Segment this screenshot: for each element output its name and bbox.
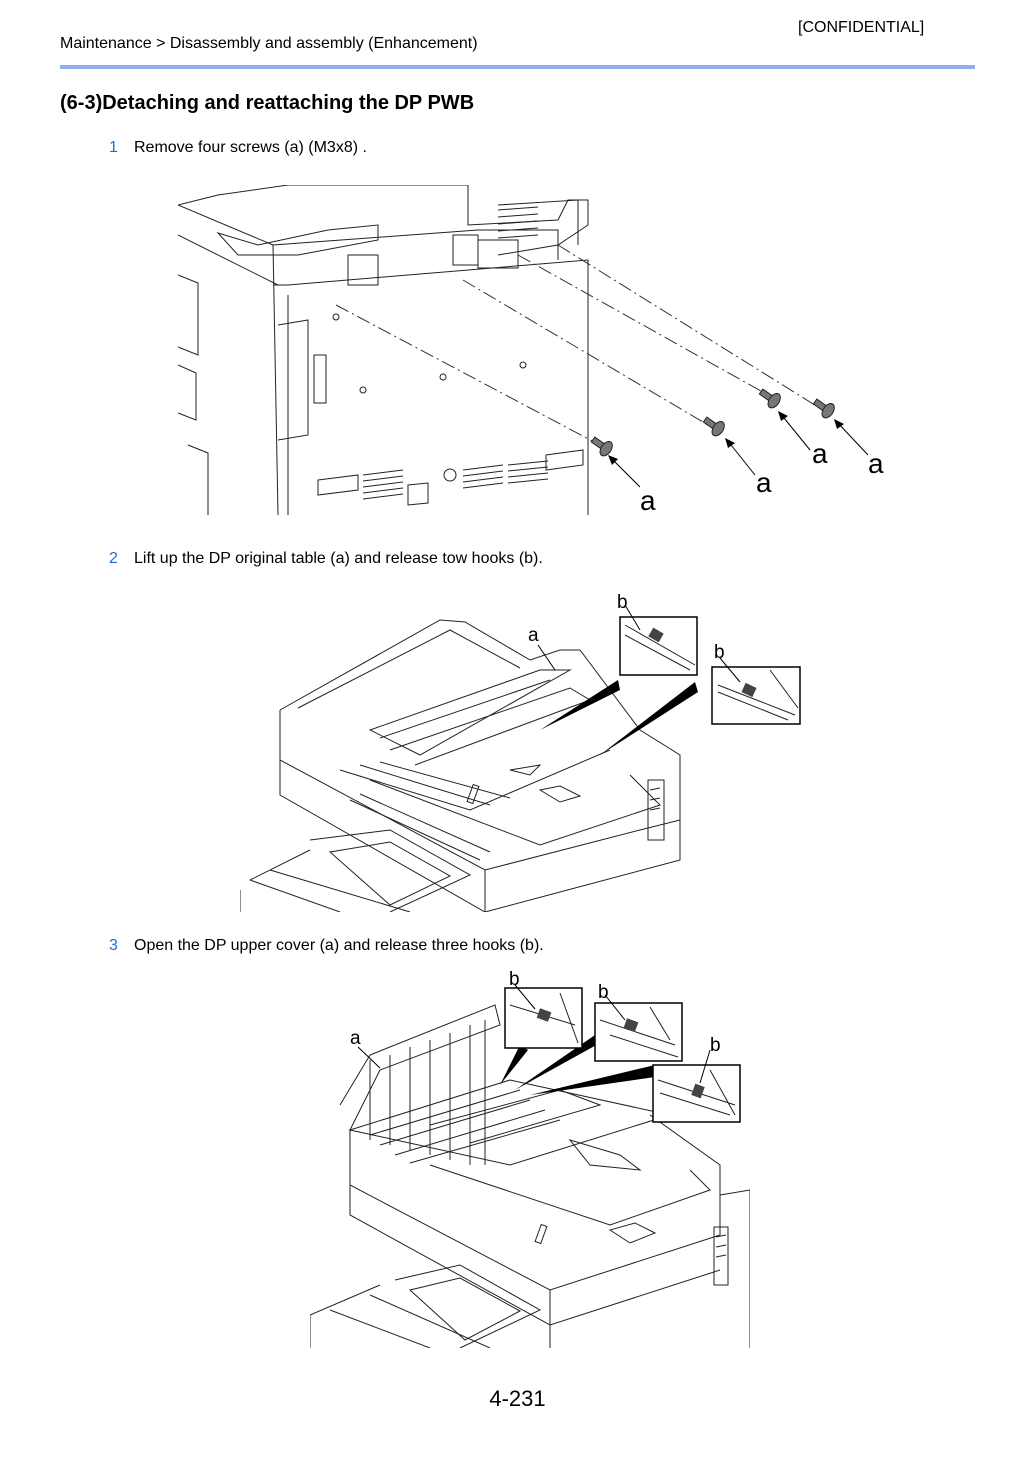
label-a-screw-3: a <box>812 438 828 469</box>
step-1: 1 Remove four screws (a) (M3x8) . <box>109 139 367 157</box>
step-number: 3 <box>109 937 118 954</box>
section-title: (6-3)Detaching and reattaching the DP PW… <box>60 92 475 114</box>
label-a-upper-cover: a <box>350 1028 361 1049</box>
step-number: 1 <box>109 139 118 156</box>
label-b-hook-2: b <box>598 982 609 1003</box>
illustration-dp-upper-cover-open: a b b b <box>310 969 750 1348</box>
step-text: Open the DP upper cover (a) and release … <box>134 937 544 954</box>
label-b-hook-1: b <box>617 592 628 613</box>
label-b-hook-1: b <box>509 969 520 990</box>
confidential-label: [CONFIDENTIAL] <box>798 19 925 36</box>
illustration-machine-rear: a a a a <box>178 185 884 515</box>
step-text: Remove four screws (a) (M3x8) . <box>134 139 367 156</box>
label-b-hook-2: b <box>714 642 725 663</box>
callout-hook-2 <box>594 1002 683 1062</box>
figure-remove-screws: a a a a <box>178 185 898 515</box>
label-a-screw-2: a <box>756 467 772 498</box>
label-b-hook-3: b <box>710 1035 721 1056</box>
step-number: 2 <box>109 550 118 567</box>
figure-lift-original-table: a b b <box>240 590 810 912</box>
callout-hook-1 <box>619 616 698 676</box>
breadcrumb: Maintenance > Disassembly and assembly (… <box>60 35 478 52</box>
page-number: 4-231 <box>489 1386 546 1411</box>
figure-open-upper-cover: a b b b <box>310 965 750 1348</box>
label-a-screw-1: a <box>640 485 656 515</box>
header-divider <box>60 65 975 69</box>
callout-hook-2 <box>711 666 801 725</box>
label-a-original-table: a <box>528 625 539 646</box>
step-text: Lift up the DP original table (a) and re… <box>134 550 543 567</box>
label-a-screw-4: a <box>868 448 884 479</box>
step-3: 3 Open the DP upper cover (a) and release… <box>109 937 544 955</box>
step-2: 2 Lift up the DP original table (a) and r… <box>109 550 543 568</box>
illustration-document-processor: a b b <box>240 592 801 912</box>
